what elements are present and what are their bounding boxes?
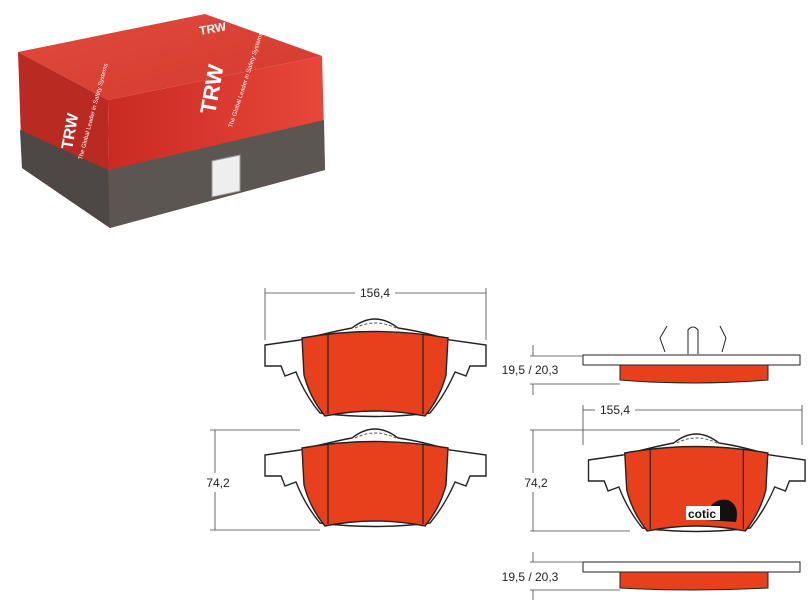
dimension-width-right: 155,4 <box>600 403 630 417</box>
cotic-badge: cotic <box>686 499 737 522</box>
svg-text:TRW: TRW <box>59 111 82 150</box>
dimension-thickness-top: 19,5 / 20,3 <box>502 363 559 377</box>
side-view-top <box>582 325 801 384</box>
brake-pad-front-top <box>264 318 487 418</box>
svg-text:cotic: cotic <box>688 507 716 521</box>
side-view-bottom <box>582 561 801 591</box>
dimension-height-left: 74,2 <box>206 476 230 490</box>
trw-box: TRW TRW TRW The Global Leader in Safety … <box>18 14 325 228</box>
dimension-height-right: 74,2 <box>524 476 548 490</box>
brake-pad-front-bottom <box>264 428 487 528</box>
dimension-width-top: 156,4 <box>360 286 390 300</box>
svg-text:TRW: TRW <box>198 19 228 38</box>
dimension-lines <box>210 288 803 600</box>
dimension-thickness-bottom: 19,5 / 20,3 <box>502 570 559 584</box>
